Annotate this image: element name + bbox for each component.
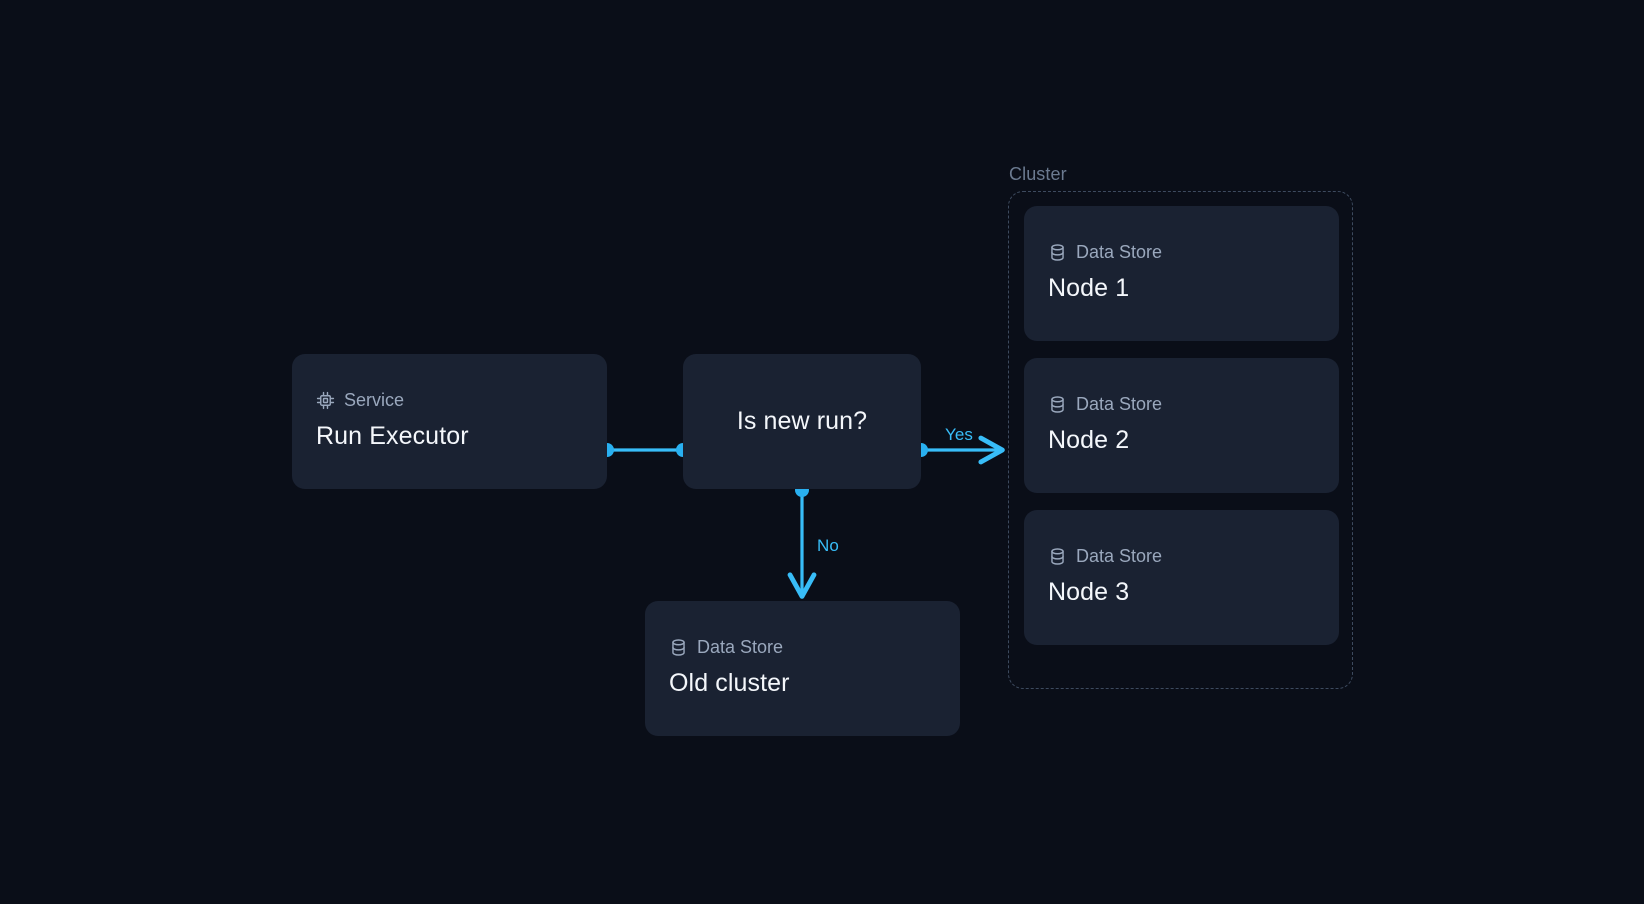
node-type-label: Data Store (1076, 546, 1163, 567)
cluster-group-label: Cluster (1009, 164, 1067, 184)
node-type-label: Data Store (697, 637, 784, 658)
cluster-group-container (1008, 191, 1353, 689)
edge-service-to-decision (600, 443, 690, 457)
node-type-row: Data Store (669, 638, 936, 657)
database-icon (1048, 547, 1067, 566)
node-old-cluster[interactable]: Data Store Old cluster (645, 601, 960, 736)
node-node-2[interactable]: Data Store Node 2 (1024, 358, 1339, 493)
node-title: Node 1 (1048, 273, 1130, 302)
cpu-chip-icon (316, 391, 335, 410)
edge-label-no: No (817, 536, 839, 555)
node-type-row: Data Store (1048, 395, 1315, 414)
node-title: Node 3 (1048, 577, 1130, 606)
edge-label-yes: Yes (945, 425, 974, 444)
node-type-label: Service (344, 390, 405, 411)
database-icon (1048, 395, 1067, 414)
node-run-executor[interactable]: Service Run Executor (292, 354, 607, 489)
database-icon (1048, 243, 1067, 262)
edge-decision-to-old-cluster (787, 483, 817, 599)
edge-decision-to-cluster (914, 435, 1005, 465)
node-node-3[interactable]: Data Store Node 3 (1024, 510, 1339, 645)
node-type-row: Data Store (1048, 243, 1315, 262)
node-type-row: Service (316, 391, 583, 410)
database-icon (669, 638, 688, 657)
node-node-1[interactable]: Data Store Node 1 (1024, 206, 1339, 341)
node-type-label: Data Store (1076, 242, 1163, 263)
node-title: Is new run? (736, 406, 868, 435)
node-type-label: Data Store (1076, 394, 1163, 415)
node-title: Node 2 (1048, 425, 1130, 454)
node-type-row: Data Store (1048, 547, 1315, 566)
node-title: Old cluster (669, 668, 790, 697)
node-is-new-run[interactable]: Is new run? (683, 354, 921, 489)
node-title: Run Executor (316, 421, 469, 450)
